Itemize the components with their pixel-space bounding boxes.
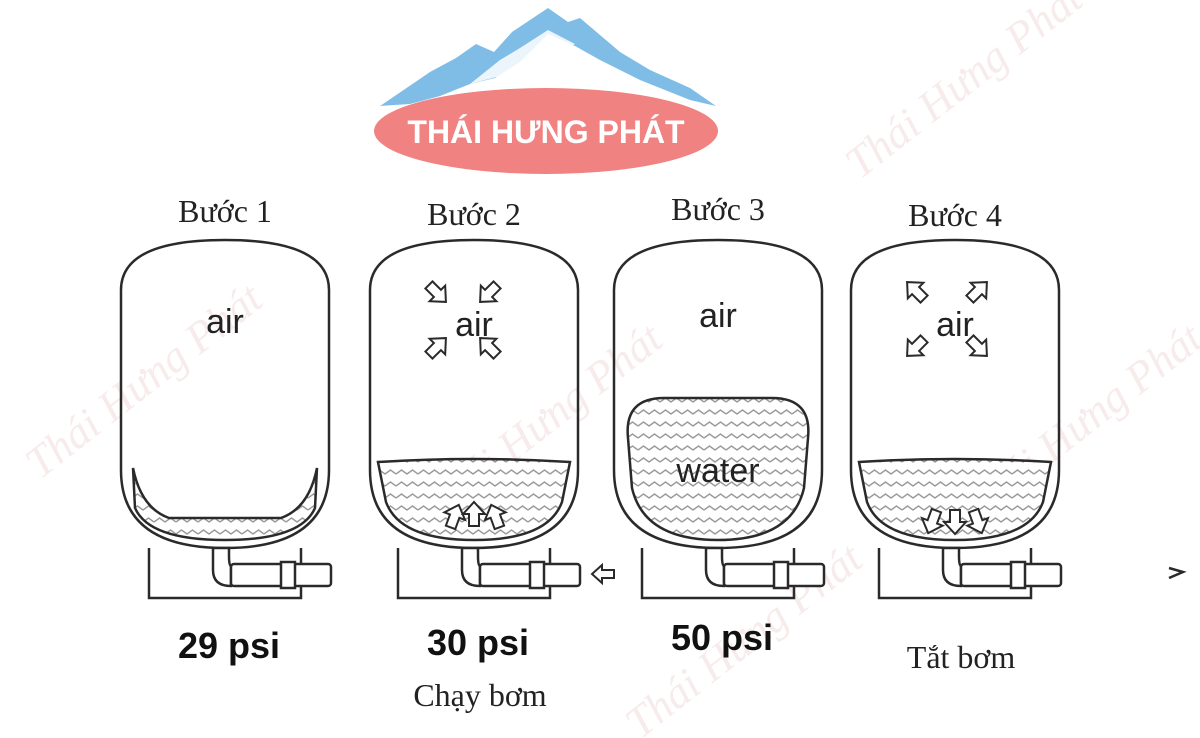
air-label: air xyxy=(699,297,737,335)
air-label: air xyxy=(206,303,244,341)
tank-body xyxy=(849,238,1061,550)
outflow-icon xyxy=(1168,566,1187,580)
pressure-arrow-icon xyxy=(423,337,447,361)
step-title: Bước 2 xyxy=(427,196,521,232)
pressure-arrow-icon xyxy=(920,507,946,535)
step-caption: Chạy bơm xyxy=(413,677,546,713)
water-label: water xyxy=(675,452,759,490)
pressure-arrow-icon xyxy=(483,503,509,531)
pipe-fitting xyxy=(528,560,546,590)
pressure-arrow-icon xyxy=(906,281,930,305)
tank-body xyxy=(368,238,580,550)
pipe-fitting xyxy=(279,560,297,590)
pressure-arrow-icon xyxy=(964,281,988,305)
tank-step-3: Bước 3 air water 50 psi xyxy=(612,191,826,658)
pressure-arrow-icon xyxy=(479,279,503,303)
tank-body xyxy=(612,238,824,550)
pressure-arrow-icon xyxy=(964,507,990,535)
pressure-arrow-icon xyxy=(423,279,447,303)
pressure-arrow-icon xyxy=(941,509,969,536)
watermark-text: Thái Hưng Phát xyxy=(836,0,1093,188)
pipe-elbow xyxy=(704,546,726,588)
pressure-value: 30 psi xyxy=(427,622,529,663)
tank-step-1: Bước 1 air 29 psi xyxy=(119,193,333,666)
water-bladder xyxy=(376,457,572,542)
pressure-arrow-icon xyxy=(460,500,488,527)
inflow-arrow-icon xyxy=(590,562,615,586)
water-bladder xyxy=(626,396,810,542)
step-caption: Tắt bơm xyxy=(907,639,1016,675)
logo-badge xyxy=(374,88,718,174)
pressure-arrow-icon xyxy=(441,503,467,531)
water-bladder xyxy=(131,467,319,542)
pressure-arrow-icon xyxy=(906,333,930,357)
pipe-fitting xyxy=(772,560,790,590)
pipe-elbow xyxy=(941,546,963,588)
pressure-value: 29 psi xyxy=(178,625,280,666)
pipe-elbow xyxy=(211,546,233,588)
air-label: air xyxy=(936,306,974,344)
brand-name: THÁI HƯNG PHÁT xyxy=(407,114,685,150)
pressure-arrow-icon xyxy=(964,333,988,357)
water-bladder xyxy=(857,457,1053,542)
pressure-arrow-icon xyxy=(479,337,503,361)
pipe-fitting xyxy=(1009,560,1027,590)
step-title: Bước 3 xyxy=(671,191,765,227)
mountain-shape xyxy=(380,8,716,106)
tank-body xyxy=(119,238,331,550)
step-title: Bước 1 xyxy=(178,193,272,229)
brand-logo: THÁI HƯNG PHÁT xyxy=(374,8,718,174)
step-title: Bước 4 xyxy=(908,197,1002,233)
pressure-value: 50 psi xyxy=(671,617,773,658)
pipe-elbow xyxy=(460,546,482,588)
